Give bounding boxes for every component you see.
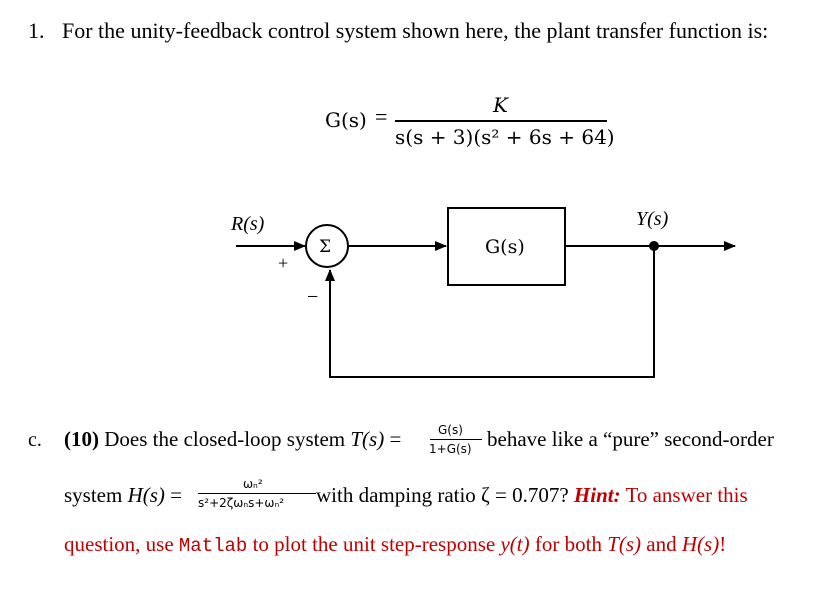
- closed-loop-symbol: T(s): [350, 427, 385, 451]
- input-label: R(s): [231, 213, 265, 235]
- plant-block-label: G(s): [485, 236, 525, 258]
- part-c-text-b: behave like a “pure” second-order: [487, 427, 774, 451]
- hint-text: To answer this: [620, 483, 748, 507]
- tf-equals: =: [375, 104, 388, 129]
- part-c-text-a: Does the closed-loop system: [99, 427, 351, 451]
- tf-lhs: G(s): [325, 108, 367, 132]
- minus-sign: −: [307, 286, 319, 308]
- h-fraction-denominator: s²+2ζωₙs+ωₙ²: [198, 496, 285, 510]
- t-equals: =: [384, 427, 402, 451]
- tf-numerator: K: [493, 93, 508, 117]
- t-fraction-denominator: 1+G(s): [429, 442, 472, 456]
- t-fraction-numerator: G(s): [438, 423, 463, 437]
- hint-label: Hint:: [573, 483, 621, 507]
- part-c-line2-end: with damping ratio ζ = 0.707? Hint: To a…: [316, 483, 748, 508]
- line3-a: question, use: [64, 532, 179, 556]
- h-equals: =: [164, 483, 183, 507]
- system-word: system: [64, 483, 128, 507]
- part-c-line1: (10) Does the closed-loop system T(s) =: [64, 427, 401, 452]
- part-letter: c.: [28, 429, 42, 451]
- t-fraction-bar: [430, 439, 482, 441]
- output-label: Y(s): [636, 208, 669, 230]
- line3-d: and: [641, 532, 682, 556]
- question-body: For the unity-feedback control system sh…: [62, 18, 769, 43]
- step-response-symbol: y(t): [500, 532, 530, 556]
- matlab-word: Matlab: [178, 535, 248, 557]
- part-c-line3: question, use Matlab to plot the unit st…: [64, 532, 726, 557]
- h-symbol: H(s): [127, 483, 165, 507]
- line3-b: to plot the unit step-response: [247, 532, 501, 556]
- h-symbol-2: H(s): [681, 532, 720, 556]
- t-symbol: T(s): [607, 532, 642, 556]
- points-label: (10): [64, 427, 99, 451]
- question-number: 1.: [28, 18, 45, 43]
- plus-sign: +: [278, 253, 289, 273]
- part-c-line2-start: system H(s) =: [64, 483, 182, 508]
- tf-denominator: s(s + 3)(s² + 6s + 64): [395, 125, 615, 149]
- sigma-symbol: Σ: [319, 237, 332, 257]
- h-fraction-numerator: ωₙ²: [243, 477, 263, 491]
- feedback-path: [325, 246, 655, 378]
- question-text: 1. For the unity-feedback control system …: [28, 18, 768, 44]
- line3-c: for both: [529, 532, 608, 556]
- line3-e: !: [719, 532, 727, 556]
- h-fraction-bar: [198, 493, 316, 495]
- tf-fraction-bar: [395, 120, 607, 122]
- damping-text: with damping ratio ζ = 0.707?: [316, 483, 574, 507]
